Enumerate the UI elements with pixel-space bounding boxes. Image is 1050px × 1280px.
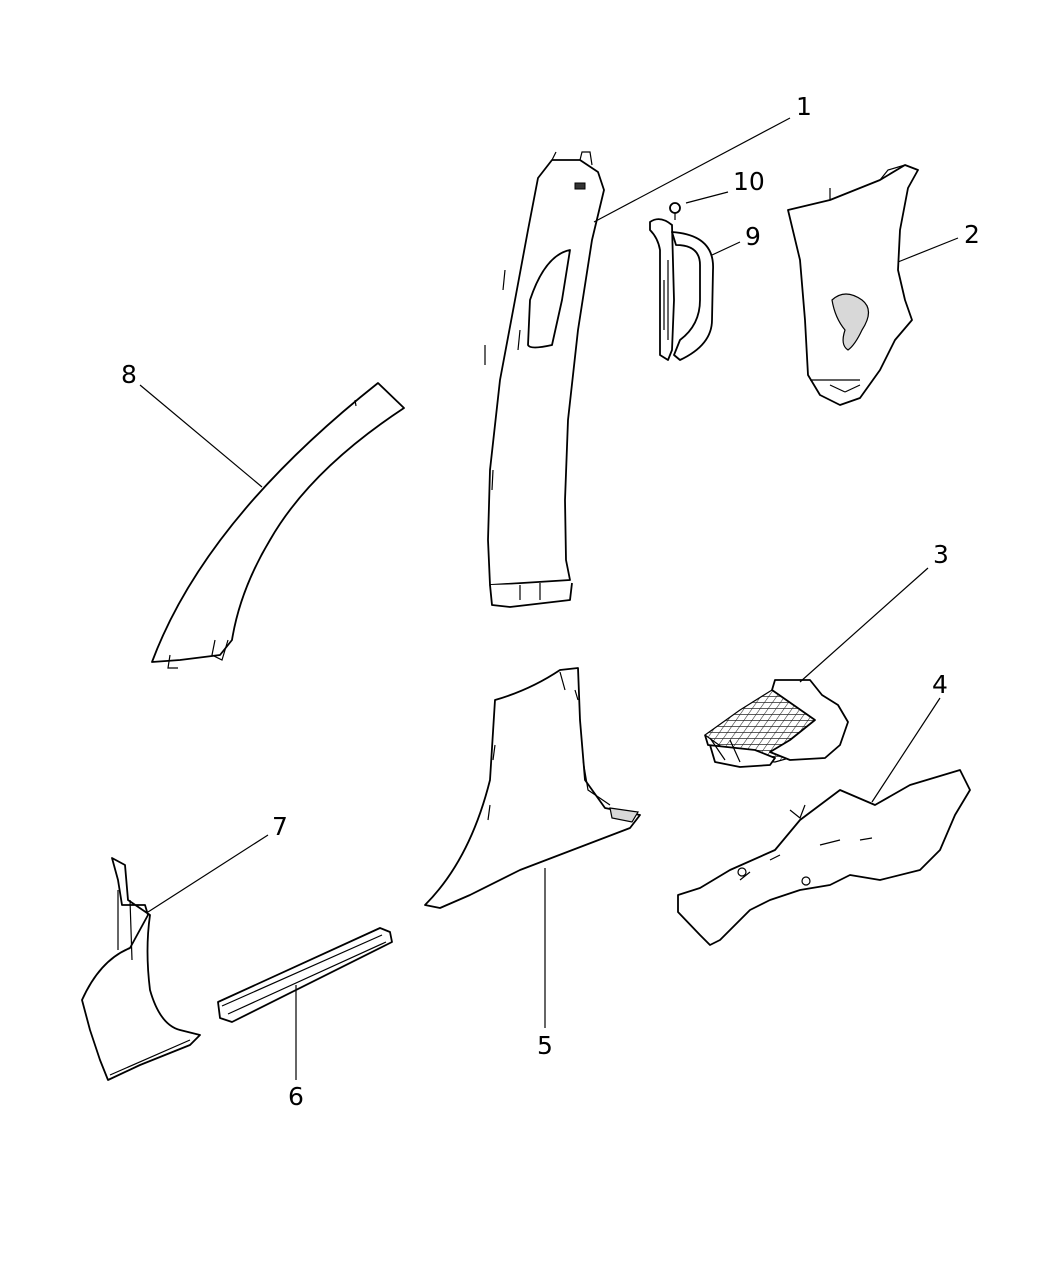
sill-plate-icon: [217, 927, 393, 1080]
a-pillar-trim-icon: [139, 382, 405, 669]
quarter-trim-panel-icon: [787, 164, 959, 406]
b-pillar-upper-trim-icon: [484, 117, 791, 608]
callout-4: 4: [932, 670, 948, 699]
callout-1: 1: [796, 92, 812, 121]
callout-2: 2: [964, 220, 980, 249]
cowl-side-trim-icon: [81, 834, 269, 1081]
callout-10: 10: [733, 167, 765, 196]
b-pillar-lower-trim-icon: [424, 667, 641, 1028]
scuff-plate-rear-icon: [703, 567, 929, 768]
fastener-icon: [669, 191, 729, 220]
callout-6: 6: [288, 1082, 304, 1111]
callout-9: 9: [745, 222, 761, 251]
callout-7: 7: [272, 812, 288, 841]
callout-8: 8: [121, 360, 137, 389]
grab-handle-icon: [649, 218, 741, 361]
callout-3: 3: [933, 540, 949, 569]
callout-5: 5: [537, 1031, 553, 1060]
floor-trim-icon: [677, 697, 971, 946]
